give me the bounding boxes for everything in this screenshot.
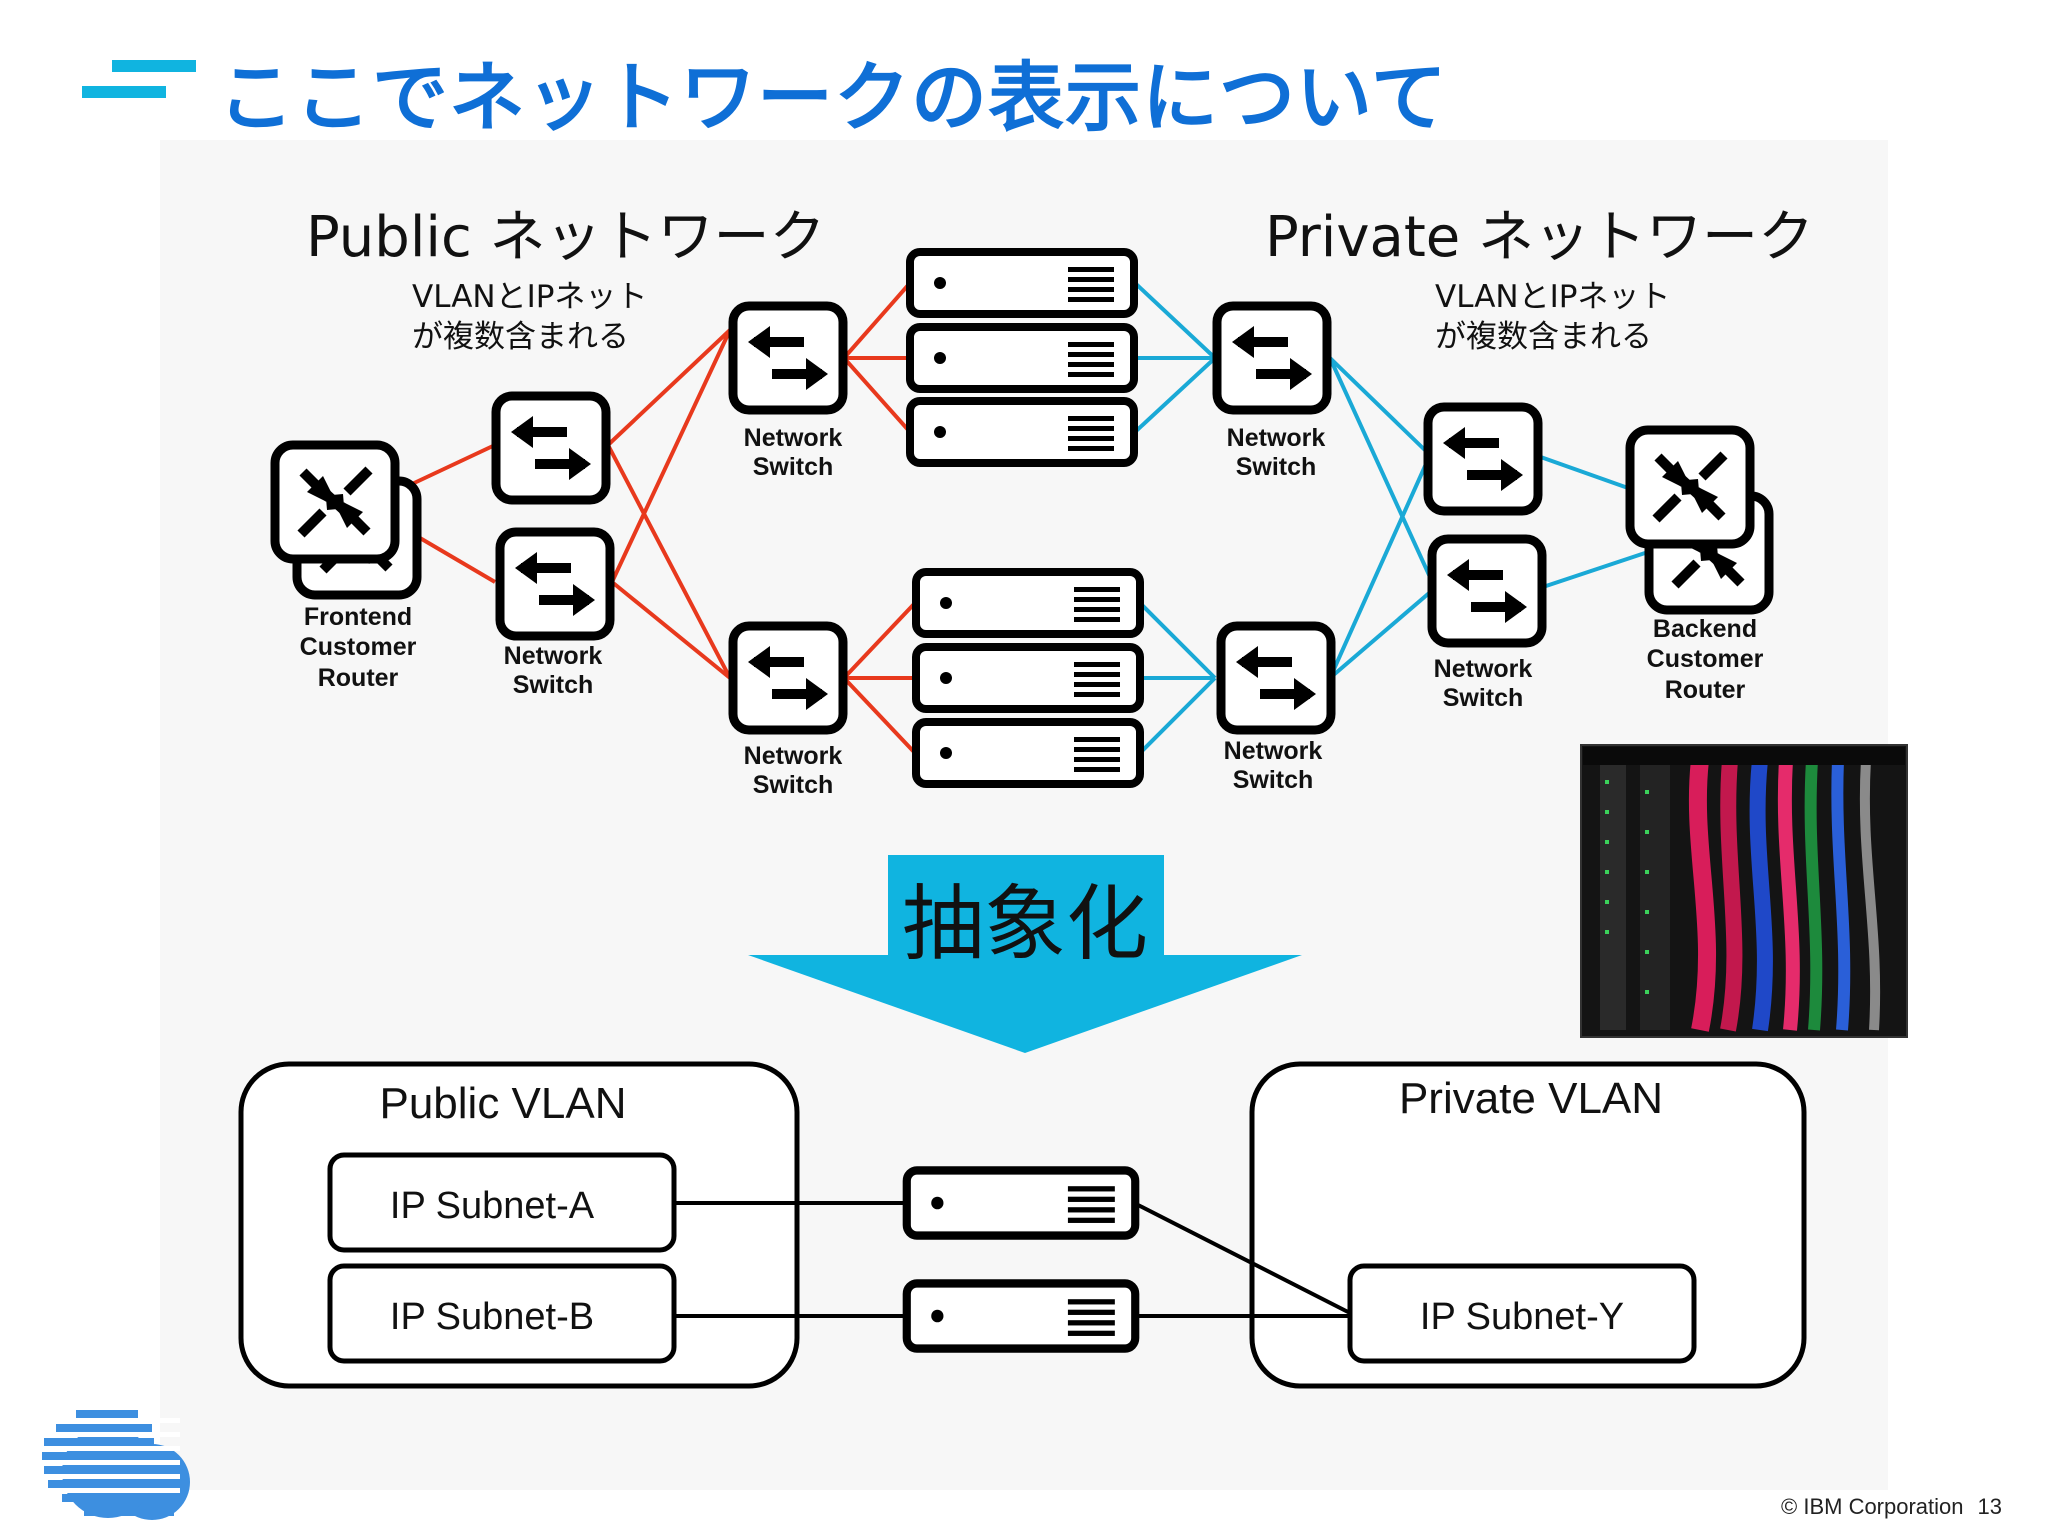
server-icon [907, 1170, 1135, 1235]
frontend-router-icon [275, 445, 417, 595]
server-icon [916, 572, 1140, 634]
subnet-y-label: IP Subnet-Y [1420, 1296, 1624, 1338]
public-network-note: が複数含まれる [412, 319, 629, 355]
switch-icon [733, 626, 843, 730]
server-icon [916, 647, 1140, 709]
abstraction-arrow: 抽象化 [748, 855, 1302, 1053]
backend-router-label: Router [1665, 676, 1746, 704]
private-network-heading: Private ネットワーク [1265, 205, 1814, 270]
network-switch-label: Network [1434, 655, 1533, 683]
cloud-logo-icon [40, 1410, 190, 1520]
private-vlan-label: Private VLAN [1399, 1074, 1663, 1123]
public-vlan-label: Public VLAN [379, 1079, 626, 1128]
switch-icon [1217, 306, 1327, 410]
network-switch-label: Switch [513, 671, 594, 699]
switch-icon [500, 532, 610, 636]
private-links [1133, 281, 1649, 755]
network-switch-label: Switch [1233, 766, 1314, 794]
network-switch-label: Network [744, 742, 843, 770]
network-switch-label: Network [504, 642, 603, 670]
server-icon [910, 401, 1134, 463]
abstraction-label: 抽象化 [902, 877, 1148, 972]
server-icon [910, 252, 1134, 314]
switch-icon [1432, 539, 1542, 643]
frontend-router-label: Router [318, 664, 399, 692]
frontend-router-label: Frontend [304, 603, 412, 631]
private-network-note: VLANとIPネット [1435, 279, 1670, 315]
switch-icon [733, 306, 843, 410]
switch-icon [1428, 407, 1538, 511]
server-icon [907, 1283, 1135, 1348]
footer: © IBM Corporation 13 [1767, 1494, 2002, 1520]
public-network-note: VLANとIPネット [412, 279, 647, 315]
network-switch-label: Switch [1443, 684, 1524, 712]
subnet-links [674, 1201, 1351, 1318]
network-switch-label: Switch [753, 453, 834, 481]
subnet-y-box [1347, 1263, 1697, 1364]
copyright-text: © IBM Corporation [1781, 1494, 1964, 1519]
network-switch-label: Network [1224, 737, 1323, 765]
network-switch-label: Network [1227, 424, 1326, 452]
page-number: 13 [1977, 1494, 2002, 1519]
backend-router-icon [1630, 430, 1769, 610]
backend-router-label: Customer [1647, 645, 1764, 673]
server-icon [910, 327, 1134, 389]
backend-router-label: Backend [1653, 615, 1757, 643]
switch-icon [1221, 626, 1331, 730]
title-bars-icon [82, 60, 196, 98]
subnet-a-label: IP Subnet-A [390, 1185, 595, 1227]
network-switch-label: Switch [753, 771, 834, 799]
server-icon [916, 722, 1140, 784]
network-switch-label: Network [744, 424, 843, 452]
public-network-heading: Public ネットワーク [306, 205, 826, 270]
frontend-router-label: Customer [300, 633, 417, 661]
public-links [394, 281, 917, 755]
cable-rack-photo [1580, 744, 1908, 1038]
switch-icon [496, 396, 606, 500]
subnet-b-box [327, 1263, 677, 1364]
private-network-note: が複数含まれる [1435, 319, 1652, 355]
subnet-b-label: IP Subnet-B [390, 1296, 594, 1338]
network-switch-label: Switch [1236, 453, 1317, 481]
page-title: ここでネットワークの表示について [218, 53, 1448, 142]
